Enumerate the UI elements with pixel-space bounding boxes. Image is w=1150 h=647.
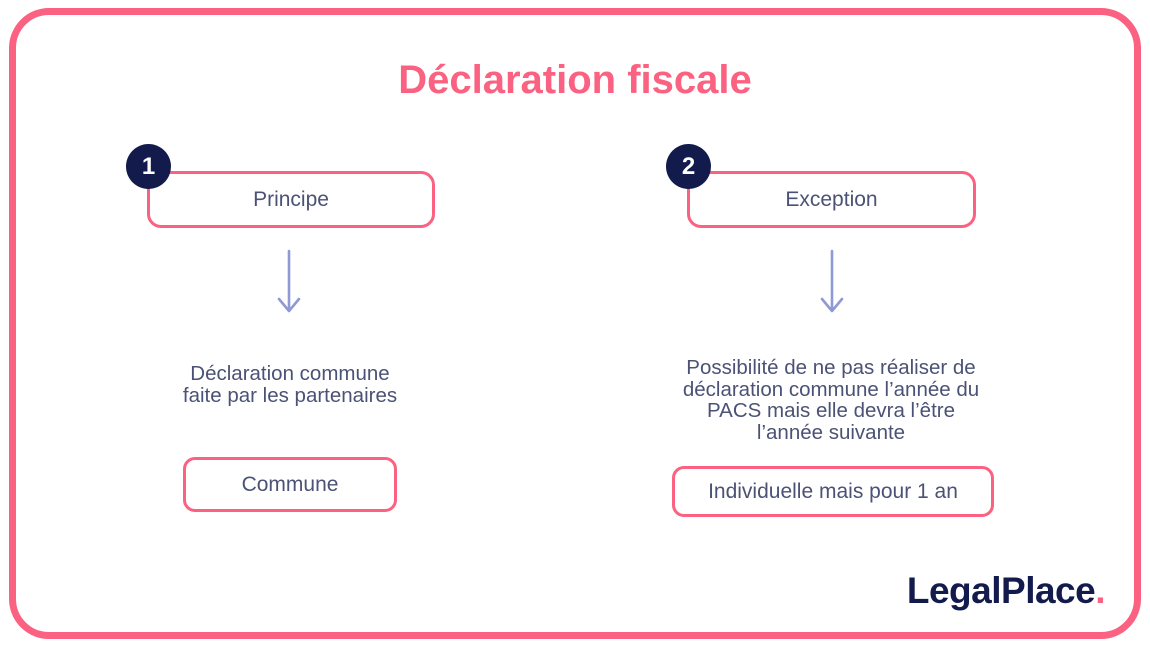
exception-result-label: Individuelle mais pour 1 an <box>708 479 958 503</box>
down-arrow-icon <box>277 249 301 313</box>
exception-result-box: Individuelle mais pour 1 an <box>672 466 994 517</box>
step-2-badge: 2 <box>666 144 711 189</box>
principe-result-box: Commune <box>183 457 397 512</box>
step-1-number: 1 <box>141 152 156 180</box>
principe-header-label: Principe <box>253 187 329 211</box>
legalplace-logo: LegalPlace. <box>906 570 1106 612</box>
principe-header-box: Principe <box>147 171 435 228</box>
legalplace-logo-dot: . <box>1095 570 1105 611</box>
exception-description: Possibilité de ne pas réaliser de déclar… <box>682 356 980 444</box>
down-arrow-icon <box>820 249 844 313</box>
legalplace-logo-text: LegalPlace <box>906 570 1096 611</box>
step-1-badge: 1 <box>126 144 171 189</box>
step-2-number: 2 <box>681 152 696 180</box>
principe-description: Déclaration commune faite par les parten… <box>182 362 398 407</box>
exception-header-box: Exception <box>687 171 976 228</box>
principe-result-label: Commune <box>241 472 339 496</box>
exception-header-label: Exception <box>785 187 878 211</box>
page-title: Déclaration fiscale <box>398 58 752 102</box>
